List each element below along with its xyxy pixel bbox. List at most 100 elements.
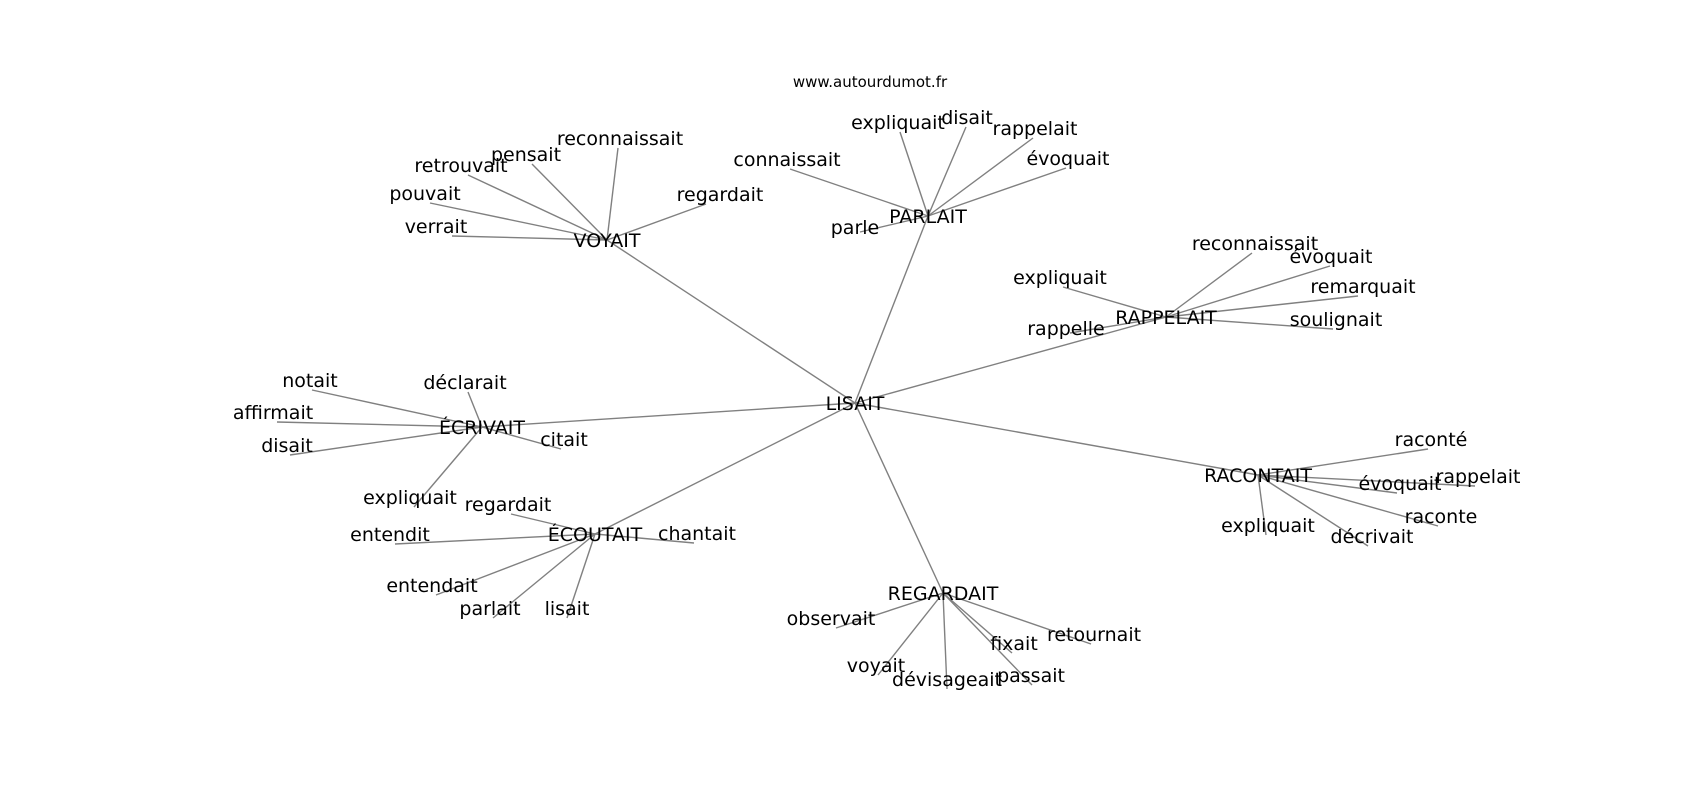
leaf-word-label: expliquait: [363, 487, 457, 509]
hub-leaf-edge: [927, 167, 1067, 217]
hub-leaf-edge: [1257, 448, 1429, 476]
hub-leaf-edge: [899, 131, 929, 217]
hub-word-label: ÉCOUTAIT: [548, 523, 643, 546]
hub-leaf-edge: [1257, 474, 1267, 536]
leaf-word-label: regardait: [465, 494, 552, 516]
leaf-word-label: évoquait: [1289, 246, 1372, 268]
hub-leaf-edge: [531, 163, 608, 241]
hub-leaf-edge: [311, 389, 483, 428]
leaf-word-label: expliquait: [1221, 515, 1315, 537]
hub-word-label: PARLAIT: [889, 206, 967, 228]
hub-leaf-edge: [451, 235, 608, 241]
leaf-word-label: disait: [261, 435, 313, 457]
leaf-word-label: reconnaissait: [557, 128, 683, 150]
hub-word-label: REGARDAIT: [888, 583, 999, 605]
center-hub-edge: [594, 402, 856, 535]
leaf-word-label: raconte: [1405, 506, 1478, 528]
leaf-word-label: raconté: [1395, 429, 1468, 451]
hub-leaf-edge: [510, 513, 596, 535]
hub-leaf-edge: [1257, 474, 1476, 487]
hub-leaf-edge: [927, 137, 1034, 217]
hub-leaf-edge: [606, 203, 707, 241]
leaf-word-label: voyait: [847, 655, 905, 677]
hub-leaf-edge: [942, 592, 1033, 686]
leaf-word-label: rappelait: [993, 118, 1078, 140]
hub-leaf-edge: [1257, 474, 1398, 494]
leaf-word-label: évoquait: [1358, 473, 1441, 495]
hub-leaf-edge: [566, 533, 596, 619]
hub-leaf-edge: [606, 147, 619, 241]
hub-leaf-edge: [1165, 265, 1331, 318]
hub-leaf-edge: [1062, 286, 1167, 318]
hub-word-label: ÉCRIVAIT: [439, 416, 525, 439]
leaf-word-label: disait: [941, 107, 993, 129]
center-hub-edge: [481, 402, 856, 428]
hub-leaf-edge: [429, 202, 608, 241]
center-hub-edge: [854, 402, 944, 594]
leaf-word-label: passait: [997, 665, 1065, 687]
hub-leaf-edge: [1165, 295, 1359, 318]
hub-leaf-edge: [435, 533, 596, 596]
source-url: www.autourdumot.fr: [793, 73, 948, 91]
leaf-word-label: déclarait: [423, 372, 506, 394]
leaf-word-label: chantait: [658, 523, 736, 545]
hub-leaf-edge: [289, 426, 483, 456]
leaf-word-label: parlait: [459, 598, 520, 620]
hub-leaf-edge: [1257, 474, 1439, 527]
hub-word-label: RAPPELAIT: [1115, 307, 1217, 329]
hub-leaf-edge: [492, 533, 596, 619]
leaf-word-label: dévisageait: [892, 669, 1002, 691]
hub-leaf-edge: [942, 592, 1013, 654]
leaf-word-label: lisait: [545, 598, 590, 620]
leaf-word-label: verrait: [405, 216, 468, 238]
leaf-word-label: expliquait: [851, 112, 945, 134]
hub-leaf-edge: [942, 592, 948, 690]
hub-leaf-edge: [927, 126, 967, 217]
center-hub-edge: [854, 402, 1259, 476]
edges-layer: [276, 126, 1476, 690]
center-hub-edge: [854, 215, 929, 404]
center-hub-edge: [606, 239, 856, 404]
leaf-word-label: entendait: [386, 575, 477, 597]
leaf-word-label: retrouvait: [414, 155, 507, 177]
leaf-word-label: remarquait: [1310, 276, 1415, 298]
hub-word-label: VOYAIT: [574, 230, 641, 252]
hub-leaf-edge: [1069, 316, 1167, 334]
leaf-word-label: citait: [540, 429, 588, 451]
leaf-word-label: pouvait: [389, 183, 460, 205]
hub-leaf-edge: [877, 592, 944, 676]
hub-leaf-edge: [481, 426, 562, 450]
leaf-word-label: notait: [282, 370, 338, 392]
hub-leaf-edge: [467, 391, 483, 428]
hub-leaf-edge: [859, 215, 929, 233]
leaf-word-label: décrivait: [1331, 526, 1414, 548]
leaf-word-label: rappelle: [1027, 318, 1105, 340]
hub-leaf-edge: [276, 421, 483, 428]
hub-word-label: RACONTAIT: [1204, 465, 1312, 487]
hub-leaf-edge: [594, 533, 695, 544]
leaf-word-label: observait: [787, 608, 876, 630]
hub-leaf-edge: [413, 426, 483, 508]
hub-leaf-edge: [1165, 316, 1334, 330]
leaf-word-label: connaissait: [733, 149, 840, 171]
leaf-word-label: évoquait: [1026, 148, 1109, 170]
hub-leaf-edge: [1257, 474, 1369, 547]
leaf-word-label: soulignait: [1290, 309, 1383, 331]
hub-leaf-edge: [467, 174, 608, 241]
hub-leaf-edge: [789, 168, 929, 217]
leaf-word-label: rappelait: [1436, 466, 1521, 488]
hub-leaf-edge: [835, 592, 944, 629]
hub-leaf-edge: [1165, 252, 1253, 318]
leaf-word-label: regardait: [677, 184, 764, 206]
leaf-word-label: retournait: [1047, 624, 1141, 646]
leaf-word-label: fixait: [990, 633, 1038, 655]
leaf-word-label: parle: [831, 217, 879, 239]
leaf-word-label: entendit: [350, 524, 430, 546]
leaf-word-label: pensait: [491, 144, 561, 166]
center-word-label: LISAIT: [826, 393, 885, 415]
leaf-word-label: expliquait: [1013, 267, 1107, 289]
leaf-word-label: affirmait: [233, 402, 313, 424]
hub-leaf-edge: [942, 592, 1092, 645]
leaf-word-label: reconnaissait: [1192, 233, 1318, 255]
